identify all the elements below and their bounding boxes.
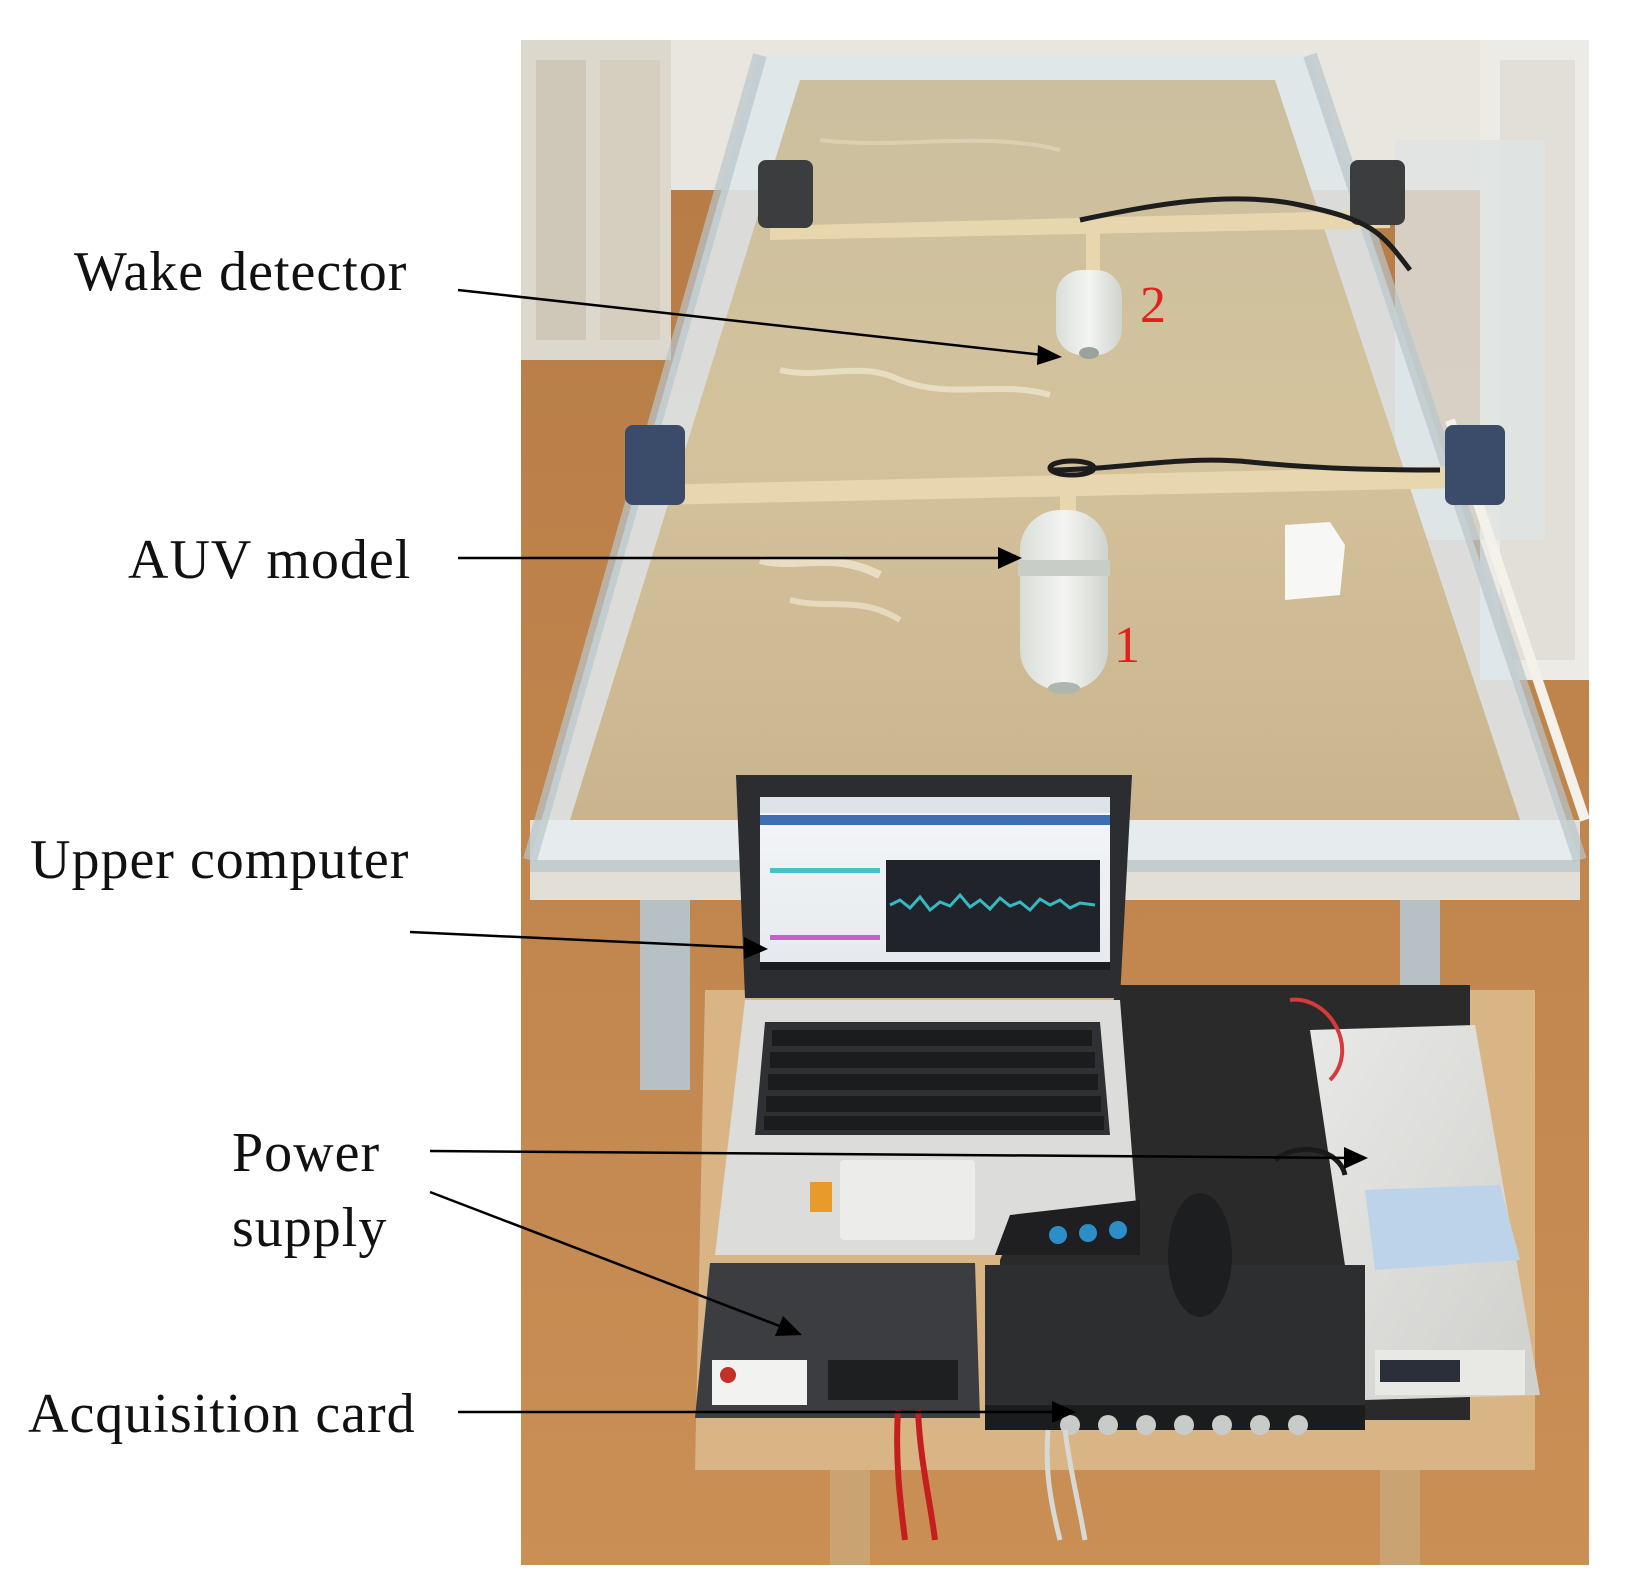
acquisition-card-box [985, 1265, 1365, 1430]
wake-detector-body [1056, 270, 1122, 355]
clamp-1-right [1445, 425, 1505, 505]
label-power-supply-line2: supply [232, 1197, 388, 1259]
mouse [1168, 1193, 1232, 1317]
label-power-supply-line1: Power [232, 1122, 381, 1184]
arrow-wake-detector [457, 288, 1053, 358]
marker-1: 1 [1114, 617, 1140, 674]
tank-water [570, 80, 1520, 820]
label-upper-computer: Upper computer [30, 829, 410, 891]
arrow-power-supply-unit [429, 1149, 1356, 1160]
label-acquisition-card: Acquisition card [28, 1383, 416, 1445]
beam-1 [650, 466, 1460, 505]
label-auv-model: AUV model [128, 529, 412, 591]
beam-2 [770, 210, 1390, 240]
laptop-touchpad [840, 1160, 975, 1240]
marker-2: 2 [1140, 277, 1166, 334]
clamp-2-left [758, 160, 813, 228]
clamp-2-right [1350, 160, 1405, 225]
leader-arrows [409, 288, 1368, 1423]
auv-model-body [1020, 510, 1108, 690]
clamp-1-left [625, 425, 685, 505]
arrow-upper-computer [409, 930, 756, 950]
label-wake-detector: Wake detector [74, 241, 408, 303]
arrow-power-supply-box [429, 1190, 791, 1332]
